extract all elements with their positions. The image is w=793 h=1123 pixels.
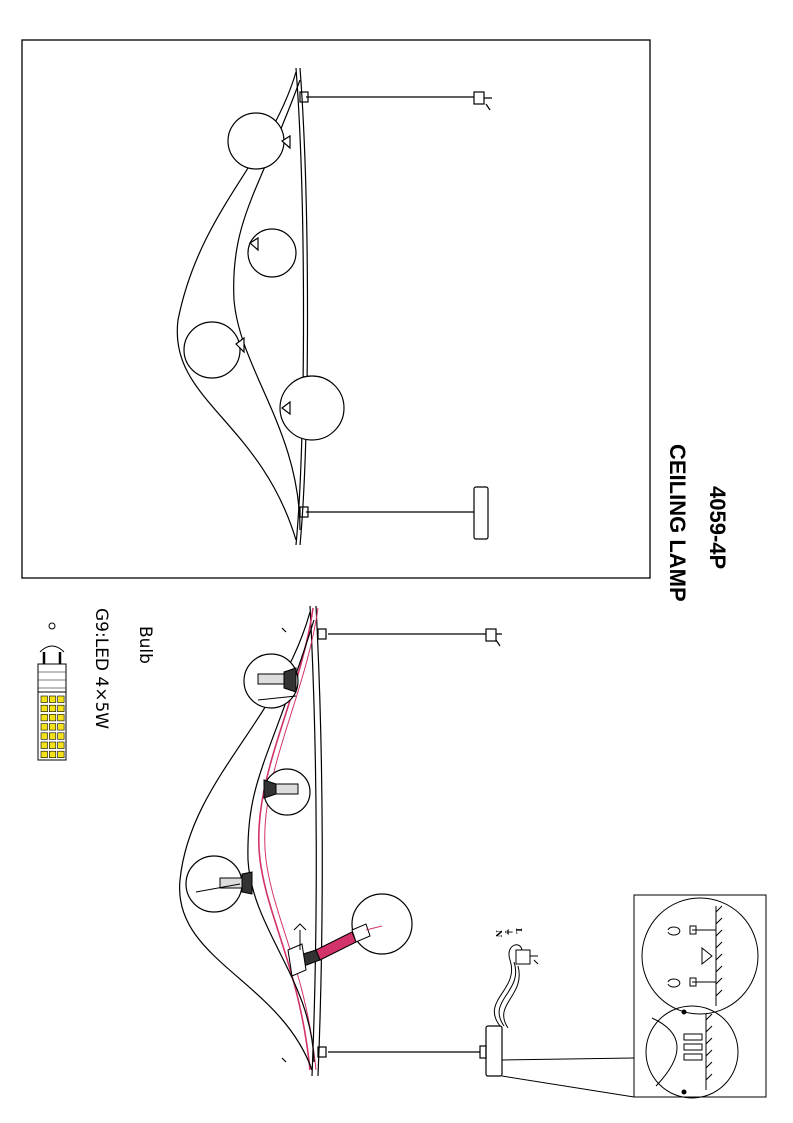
led-chip — [48, 695, 57, 703]
led-chip — [40, 714, 48, 722]
detail-inset — [501, 894, 767, 1099]
led-chip — [57, 714, 65, 722]
led-chip — [48, 723, 57, 731]
led-chip — [57, 732, 65, 740]
product-title-block: 4059-4P CEILING LAMP — [665, 444, 730, 602]
exploded-globes — [185, 653, 413, 955]
led-chip — [57, 741, 65, 749]
led-chip — [40, 723, 48, 731]
overview-frame — [21, 39, 651, 579]
led-chip — [40, 732, 48, 740]
bulb-spec: G9:LED 4×5W — [91, 608, 111, 729]
g9-led-bulb-icon — [37, 622, 67, 761]
overview-globes — [183, 112, 345, 441]
bulb-info: Bulb G9:LED 4×5W — [91, 608, 155, 729]
globe-2 — [247, 228, 297, 278]
lamp-overview — [176, 67, 492, 546]
globe-4 — [279, 375, 345, 441]
wiring-labels: N ⏚ L — [494, 928, 524, 937]
led-chip — [48, 741, 57, 749]
led-chip — [57, 723, 65, 731]
led-chip — [57, 695, 65, 703]
wire-label-n: N — [494, 930, 504, 937]
exploded-bulbs — [195, 667, 383, 977]
bulb-heading: Bulb — [135, 626, 155, 664]
wire-label-ground: ⏚ — [504, 928, 514, 936]
lamp-exploded — [179, 605, 503, 1077]
model-number: 4059-4P — [705, 486, 730, 569]
led-chip — [57, 750, 65, 759]
exploded-globe-4 — [351, 893, 413, 955]
led-chip — [48, 704, 57, 713]
led-chip — [48, 714, 57, 722]
led-chip — [48, 750, 57, 759]
led-chip — [40, 695, 48, 703]
wire-label-l: L — [514, 928, 524, 934]
wiring-leads — [493, 944, 539, 1029]
led-chip — [40, 750, 48, 759]
globe-1 — [227, 112, 285, 170]
led-chip — [48, 732, 57, 740]
globe-3 — [183, 321, 241, 379]
led-chip — [40, 704, 48, 713]
led-chip — [57, 704, 65, 713]
product-name: CEILING LAMP — [665, 444, 690, 602]
led-chip — [40, 741, 48, 749]
